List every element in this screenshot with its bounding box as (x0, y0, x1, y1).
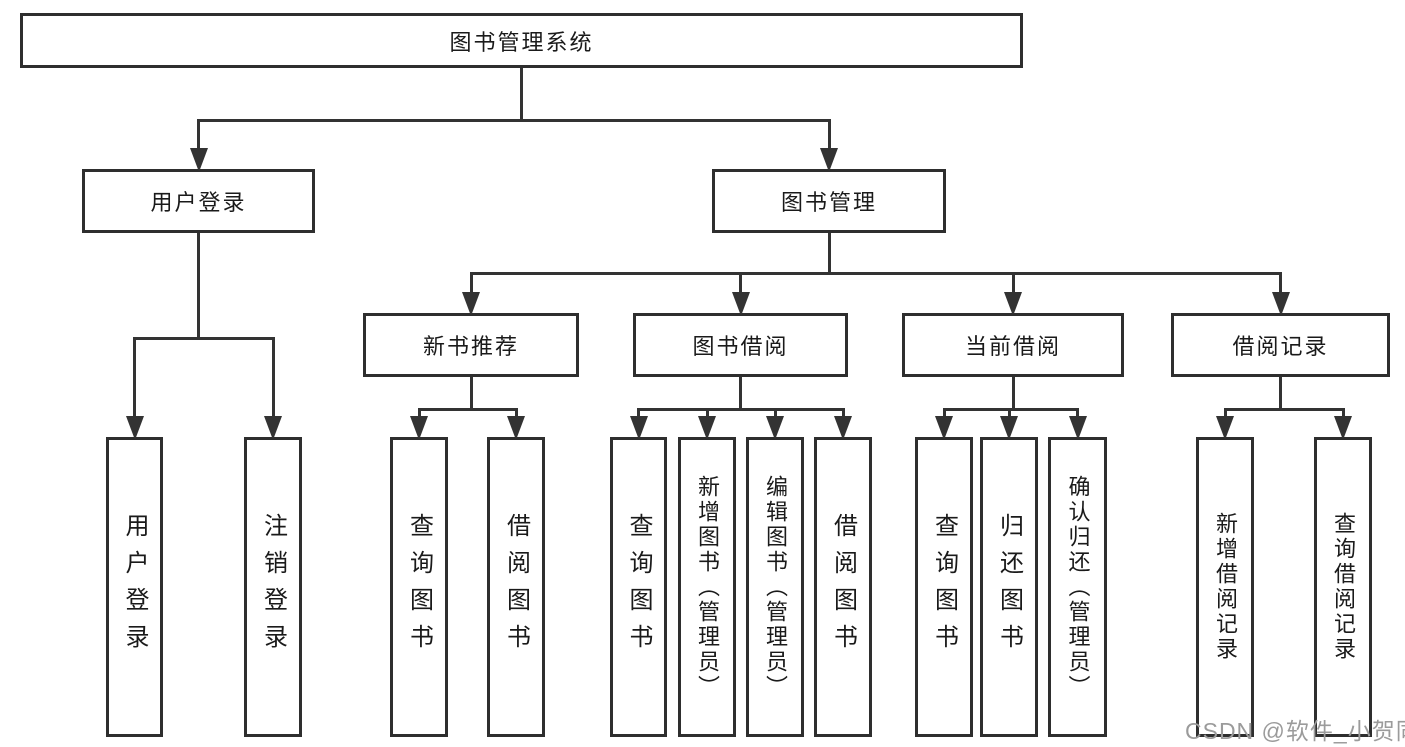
node-leaf-query-book-b: 查询图书 (610, 437, 667, 737)
connector-stem (197, 233, 200, 340)
arrow-down-icon (1068, 416, 1087, 440)
arrow-down-icon (507, 416, 525, 440)
node-borrow-records: 借阅记录 (1171, 313, 1390, 377)
node-leaf-confirm-return: 确认归还（管理员） (1048, 437, 1107, 737)
node-label: 图书借阅 (692, 334, 789, 359)
node-label: 图书管理系统 (449, 29, 594, 55)
connector-drop (469, 272, 473, 295)
connector-drop (417, 408, 421, 419)
node-leaf-borrow-book-b: 借阅图书 (814, 437, 872, 737)
connector-drop (1007, 408, 1011, 419)
arrow-down-icon (935, 416, 953, 440)
connector-drop (773, 408, 777, 419)
connector-drop (739, 272, 742, 295)
arrow-down-icon (1004, 292, 1022, 316)
connector-branch (637, 408, 845, 411)
connector-drop (271, 337, 275, 419)
connector-drop (637, 408, 640, 419)
connector-branch (197, 119, 831, 122)
node-label: 新书推荐 (422, 334, 519, 359)
connector-drop (1011, 272, 1015, 295)
arrow-down-icon (731, 292, 750, 316)
arrow-down-icon (462, 292, 480, 316)
node-label: 查询图书 (405, 513, 433, 661)
connector-drop (827, 119, 831, 151)
connector-branch (469, 272, 1282, 275)
node-label: 注销登录 (259, 513, 287, 661)
connector-drop (1341, 408, 1345, 419)
node-leaf-user-login: 用户登录 (106, 437, 163, 737)
node-label: 新增借阅记录 (1213, 512, 1238, 662)
node-label: 当前借阅 (964, 334, 1061, 359)
node-new-book-recommend: 新书推荐 (363, 313, 579, 377)
arrow-down-icon (766, 416, 784, 440)
node-leaf-add-book: 新增图书（管理员） (678, 437, 736, 737)
node-label: 用户登录 (121, 513, 148, 661)
connector-drop (1223, 408, 1227, 419)
watermark: CSDN @软件_小贺同学 (1185, 718, 1405, 744)
node-user-login: 用户登录 (82, 169, 315, 233)
node-label: 确认归还（管理员） (1065, 474, 1091, 700)
connector-stem (1279, 377, 1282, 411)
arrow-down-icon (410, 416, 428, 440)
connector-drop (705, 408, 709, 419)
arrow-down-icon (834, 416, 852, 440)
node-label: 归还图书 (995, 513, 1023, 661)
connector-drop (841, 408, 845, 419)
connector-stem (827, 233, 831, 275)
connector-branch (942, 408, 1079, 411)
node-label: 用户登录 (150, 190, 247, 215)
node-book-borrow: 图书借阅 (633, 313, 848, 377)
node-leaf-query-book-c: 查询图书 (915, 437, 973, 737)
arrow-down-icon (1000, 416, 1018, 440)
node-leaf-query-book-a: 查询图书 (390, 437, 448, 737)
node-leaf-logout: 注销登录 (244, 437, 302, 737)
node-label: 查询图书 (625, 513, 652, 661)
connector-drop (1076, 408, 1079, 419)
arrow-down-icon (1216, 416, 1234, 440)
connector-drop (1279, 272, 1282, 295)
connector-stem (469, 377, 473, 411)
connector-branch (1223, 408, 1345, 411)
node-label: 借阅图书 (829, 513, 857, 661)
connector-branch (133, 337, 275, 340)
node-leaf-edit-book: 编辑图书（管理员） (746, 437, 804, 737)
node-leaf-query-borrow-record: 查询借阅记录 (1314, 437, 1372, 737)
arrow-down-icon (820, 148, 838, 172)
connector-drop (197, 119, 200, 151)
node-label: 借阅记录 (1232, 334, 1329, 359)
connector-drop (133, 337, 136, 419)
node-leaf-borrow-book-a: 借阅图书 (487, 437, 545, 737)
node-label: 查询借阅记录 (1331, 512, 1356, 662)
node-label: 查询图书 (930, 513, 958, 661)
node-label: 新增图书（管理员） (695, 474, 720, 700)
arrow-down-icon (189, 148, 208, 172)
connector-stem (520, 68, 523, 122)
connector-drop (514, 408, 518, 419)
connector-branch (417, 408, 518, 411)
node-label: 图书管理 (780, 190, 877, 215)
node-current-borrow: 当前借阅 (902, 313, 1124, 377)
connector-stem (1011, 377, 1015, 411)
connector-drop (942, 408, 946, 419)
node-label: 编辑图书（管理员） (763, 474, 788, 700)
arrow-down-icon (1334, 416, 1352, 440)
arrow-down-icon (629, 416, 648, 440)
node-root: 图书管理系统 (20, 13, 1023, 68)
connector-stem (739, 377, 742, 411)
arrow-down-icon (264, 416, 282, 440)
node-book-management: 图书管理 (712, 169, 946, 233)
node-leaf-return-book: 归还图书 (980, 437, 1038, 737)
arrow-down-icon (1271, 292, 1290, 316)
node-label: 借阅图书 (502, 513, 530, 661)
arrow-down-icon (698, 416, 716, 440)
arrow-down-icon (125, 416, 144, 440)
node-leaf-add-borrow-record: 新增借阅记录 (1196, 437, 1254, 737)
